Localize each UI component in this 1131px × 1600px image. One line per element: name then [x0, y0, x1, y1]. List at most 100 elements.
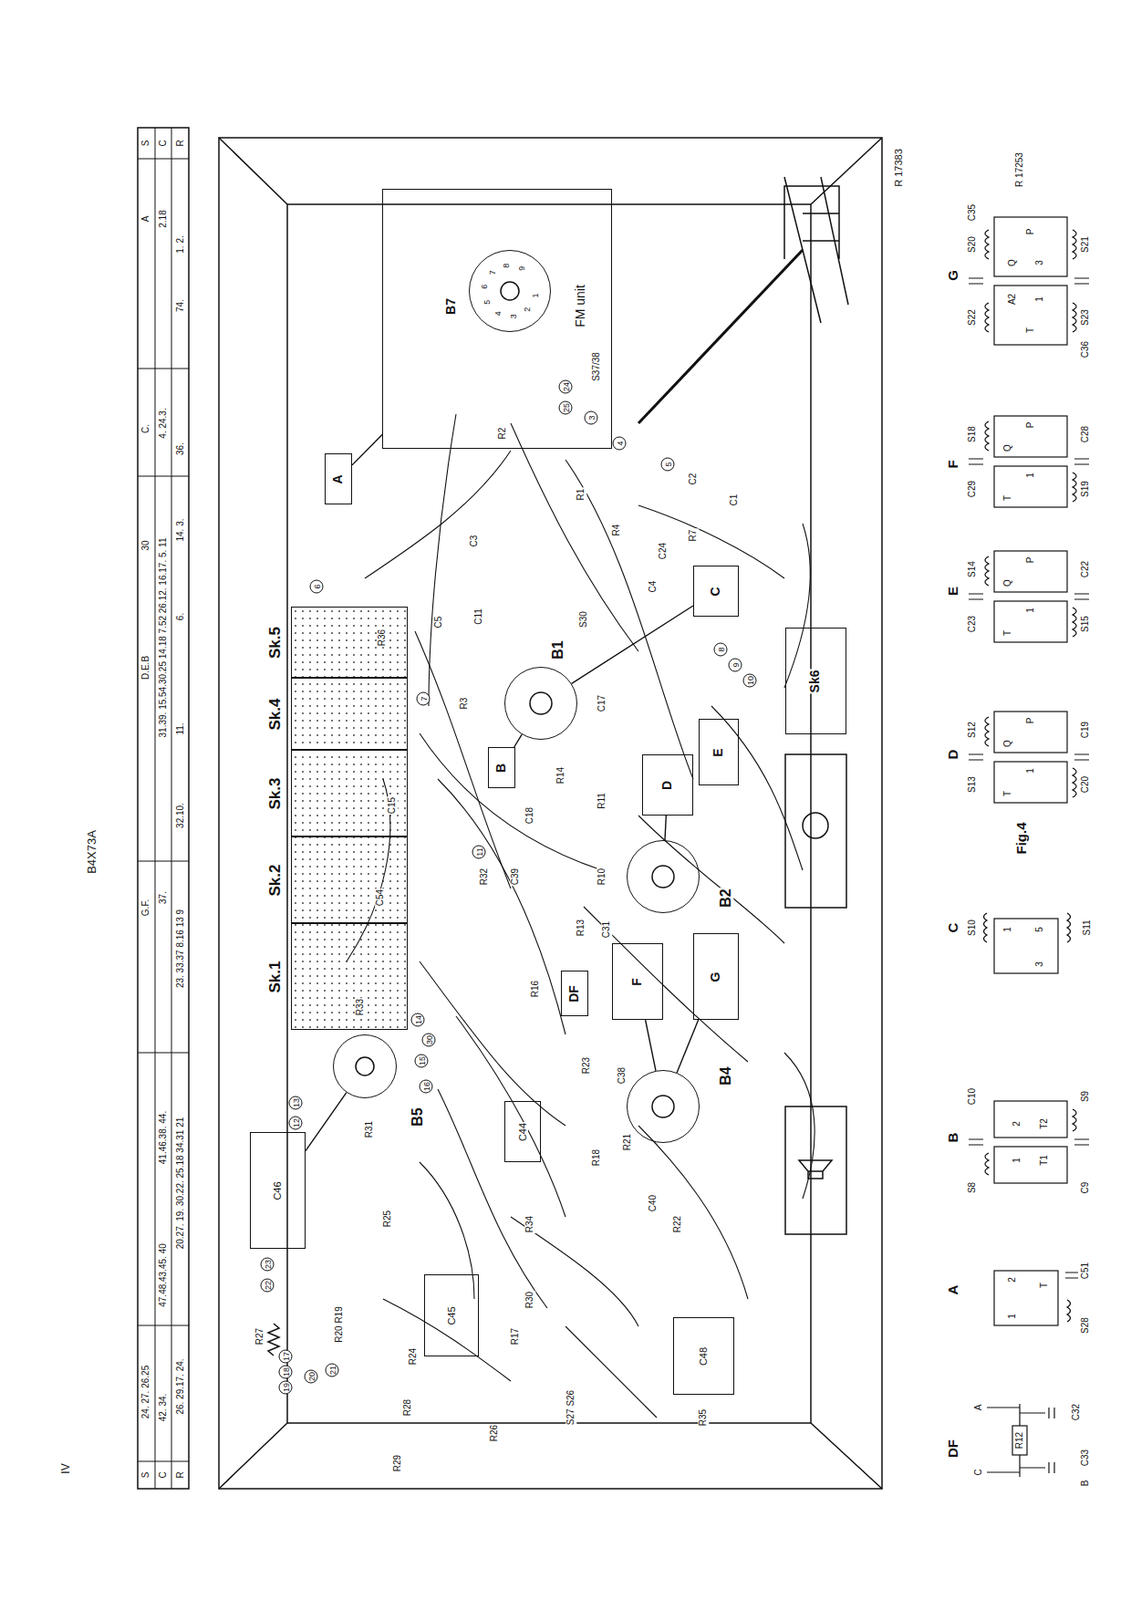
inset-label: P: [1025, 716, 1037, 726]
coil-can: E: [698, 718, 739, 786]
inset-label: S21: [1079, 235, 1091, 254]
inset-label: S18: [966, 425, 978, 444]
callout-number: 22: [260, 1278, 275, 1293]
part-label: S27 S26: [565, 1389, 577, 1426]
wire: [437, 778, 566, 1035]
chassis-bevel: [218, 137, 882, 1489]
inset-label: P: [1025, 228, 1037, 237]
socket-centre: [529, 692, 552, 715]
part-label: R21: [622, 1132, 633, 1152]
callout-number: 19: [279, 1380, 293, 1395]
parts-table: [137, 127, 189, 1489]
capacitor-can: C44: [504, 1100, 541, 1163]
switch-name: Sk.3: [266, 777, 284, 811]
inset-label: S9: [1079, 1089, 1091, 1103]
inset-label: Q: [1006, 258, 1018, 268]
callout-number: 12: [289, 1116, 303, 1131]
part-label: R20 R19: [333, 1305, 345, 1343]
part-label: R36: [376, 628, 388, 647]
callout-number: 10: [743, 674, 758, 688]
coil-can: B: [487, 747, 516, 789]
wire: [364, 450, 511, 579]
part-label: C4: [647, 580, 659, 594]
switch-section: Sk.4: [290, 677, 408, 750]
inset-label: S14: [966, 560, 978, 579]
table-cell: 47.48.43.45. 40: [157, 1242, 169, 1308]
page-text: R 17383: [892, 147, 905, 188]
wire: [437, 1089, 548, 1308]
wire: [415, 631, 511, 889]
part-label: C39: [509, 867, 521, 886]
part-label: C54: [374, 888, 386, 907]
coil-can: C: [693, 565, 739, 617]
table-cell: 41.46.38. 44.: [157, 1110, 169, 1165]
part-label: R18: [591, 1148, 602, 1167]
part-label: R24: [407, 1347, 419, 1366]
inset-label: 1: [1034, 295, 1046, 303]
table-cell: 31.39. 15.54.30.25 14.18 7.52 26.12. 16.…: [157, 537, 169, 739]
table-cell: 1. 2.: [175, 234, 187, 254]
wire: [428, 414, 457, 706]
can-letter: C: [708, 585, 723, 597]
part-label: R17: [509, 1327, 521, 1346]
lamp-bracket: [785, 754, 847, 908]
part-label: C1: [728, 493, 740, 508]
part-label: C11: [473, 607, 485, 626]
inset-label: C10: [966, 1087, 978, 1106]
callout-number: 11: [472, 845, 487, 860]
wire: [419, 1162, 475, 1299]
inset-label: S22: [966, 308, 978, 327]
switch-name: Sk.2: [266, 863, 284, 898]
switch-section: Sk.2: [290, 836, 408, 924]
wire: [456, 1016, 566, 1217]
inset-label: S11: [1081, 918, 1093, 936]
module-name: FM unit: [573, 283, 588, 329]
callout-number: 18: [279, 1365, 293, 1380]
wire-connector: [514, 734, 522, 748]
part-label: S37/38: [591, 351, 602, 383]
coil-inset: [968, 217, 1090, 345]
inset-label: S13: [966, 775, 978, 794]
can-letter: DF: [567, 984, 582, 1004]
part-label: R32: [478, 867, 490, 886]
part-label: R28: [402, 1398, 414, 1417]
inset-label: 2: [1011, 1120, 1023, 1128]
inset-label: A: [973, 1403, 985, 1412]
wire: [510, 423, 639, 652]
part-label: R4: [611, 523, 623, 538]
inset-label: T: [1002, 494, 1014, 502]
inset-label: T2: [1038, 1117, 1050, 1131]
callout-number: 5: [661, 457, 675, 472]
panel-name: Sk6: [808, 669, 822, 695]
part-label: R11: [596, 791, 608, 810]
inset-label: 1: [1011, 1156, 1023, 1164]
coil-inset: [984, 913, 1071, 974]
table-cell: 24. 27. 26.25: [140, 1364, 152, 1420]
wire: [638, 815, 785, 944]
switch-name: Sk.1: [266, 960, 284, 995]
figure-heading: D: [944, 748, 961, 761]
coil-can: D: [642, 754, 694, 816]
pin-number: 1: [529, 291, 540, 299]
part-label: R13: [575, 918, 587, 937]
can-letter: G: [708, 971, 723, 984]
table-cell: C: [157, 1470, 169, 1479]
part-label: R25: [382, 1209, 394, 1228]
callout-number: 30: [422, 1033, 436, 1048]
wire-connector: [664, 815, 666, 841]
table-rule: [137, 127, 189, 1489]
table-cell: S: [140, 139, 152, 148]
table-cell: 6.: [175, 612, 187, 622]
part-name: C44: [516, 1121, 528, 1142]
coil-inset: [968, 550, 1090, 643]
inset-label: S23: [1079, 308, 1091, 327]
table-cell: 42. 34.: [157, 1392, 169, 1423]
inset-label: C32: [1070, 1402, 1082, 1422]
table-cell: 26. 29.17. 24.: [175, 1357, 187, 1415]
inset-label: 1: [1006, 1312, 1018, 1320]
callout-number: 21: [325, 1363, 340, 1378]
socket-name: B1: [549, 639, 567, 660]
inset-label: C51: [1079, 1261, 1091, 1280]
figure-heading: DF: [944, 1438, 961, 1459]
